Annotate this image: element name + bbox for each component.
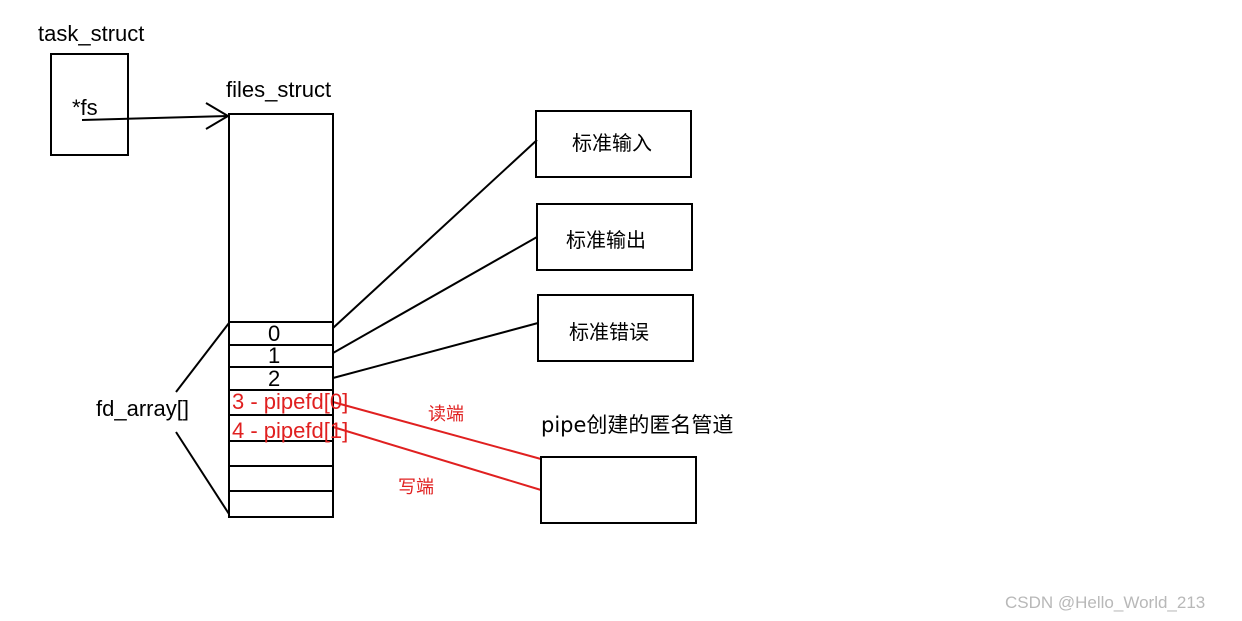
fs-pointer-label: *fs: [72, 95, 98, 120]
fd-slot-divider: [228, 366, 334, 368]
write-end-label: 写端: [398, 477, 434, 498]
pipe-box: [540, 456, 697, 524]
fd1-to-stdout-line: [332, 236, 538, 354]
pipefd1-write-line: [332, 426, 542, 491]
stderr-box: [537, 294, 694, 362]
fd0-to-stdin-line: [332, 139, 538, 329]
stdout-box: [536, 203, 693, 271]
fd-slot-3-pipefd0: 3 - pipefd[0]: [232, 389, 349, 414]
files-struct-title: files_struct: [226, 77, 332, 102]
fd-slot-divider: [228, 344, 334, 346]
fd-slot-divider: [228, 389, 334, 391]
fd-slot-0: 0: [268, 321, 281, 346]
pipe-title: pipe创建的匿名管道: [541, 413, 734, 437]
fd-array-brace-top: [175, 322, 230, 393]
fd-slot-divider: [228, 490, 334, 492]
fd-array-brace-bottom: [175, 431, 230, 515]
fd-slot-divider: [228, 440, 334, 442]
task-struct-box: [50, 53, 129, 156]
fs-pointer-line: [81, 115, 229, 121]
fd-slot-2: 2: [268, 366, 281, 391]
fd2-to-stderr-line: [332, 322, 539, 379]
read-end-label: 读端: [428, 404, 464, 425]
fd-slot-4-pipefd1: 4 - pipefd[1]: [232, 418, 349, 443]
pipefd0-read-line: [332, 401, 542, 460]
watermark: CSDN @Hello_World_213: [1005, 593, 1206, 612]
stdin-box: [535, 110, 692, 178]
fd-array-label: fd_array[]: [96, 396, 189, 421]
fd-slot-divider: [228, 465, 334, 467]
fd-slot-divider: [228, 321, 334, 323]
fd-slot-divider: [228, 414, 334, 416]
stdin-label: 标准输入: [572, 131, 652, 155]
fd-slot-1: 1: [268, 343, 281, 368]
stdout-label: 标准输出: [566, 228, 646, 252]
stderr-label: 标准错误: [569, 320, 649, 344]
files-struct-box: [228, 113, 334, 518]
task-struct-title: task_struct: [38, 21, 145, 46]
